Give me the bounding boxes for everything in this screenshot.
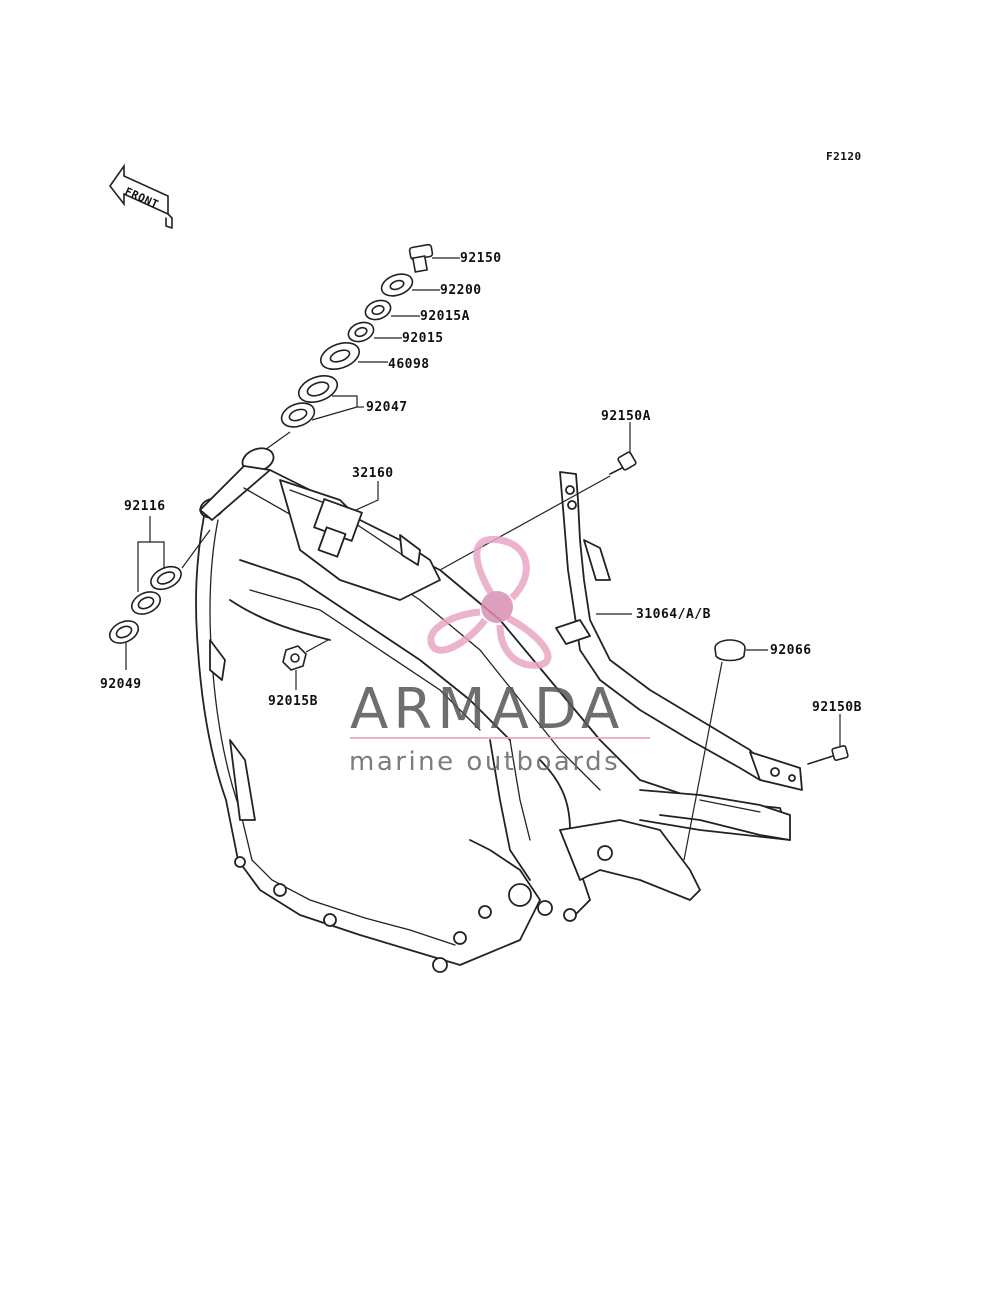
part-label-92015B: 92015B [268, 694, 318, 709]
armada-watermark-logo: ARMADA marine outboards [349, 535, 650, 777]
nut-92015A-icon [364, 299, 392, 321]
part-label-92150A: 92150A [601, 409, 651, 424]
washer-92200-icon [380, 273, 414, 297]
part-label-32160: 32160 [352, 466, 394, 481]
bolt-92150B-icon [807, 745, 849, 765]
bolt-92150-icon [408, 243, 434, 273]
part-label-31064: 31064/A/B [636, 607, 711, 622]
watermark-subtitle: marine outboards [349, 747, 620, 777]
rear-subframe-31064 [555, 471, 803, 791]
nut-92015B-icon [282, 645, 307, 671]
part-label-92116: 92116 [124, 499, 166, 514]
part-label-92015: 92015 [402, 331, 444, 346]
bearing-92049-icon [108, 620, 140, 644]
part-label-92150: 92150 [460, 251, 502, 266]
bearing-92047-lower-icon [280, 402, 316, 428]
nut-92015-icon [347, 321, 375, 343]
front-arrow-icon: FRONT [109, 163, 173, 229]
part-label-92066: 92066 [770, 643, 812, 658]
watermark-title: ARMADA [350, 677, 624, 742]
cap-92066-icon [714, 639, 746, 662]
part-label-92015A: 92015A [420, 309, 470, 324]
part-label-92047: 92047 [366, 400, 408, 415]
bolt-92150A-icon [609, 451, 637, 475]
part-label-92049: 92049 [100, 677, 142, 692]
seal-92116-upper-icon [150, 565, 182, 591]
part-label-46098: 46098 [388, 357, 430, 372]
cap-46098-icon [319, 342, 361, 370]
propeller-logo-icon [427, 535, 552, 669]
part-label-92200: 92200 [440, 283, 482, 298]
part-label-92150B: 92150B [812, 700, 862, 715]
nut-92116-lower-icon [130, 591, 162, 615]
diagram-code: F2120 [826, 150, 862, 163]
bearing-92047-upper-icon [297, 375, 339, 403]
main-frame-32160 [195, 447, 791, 973]
